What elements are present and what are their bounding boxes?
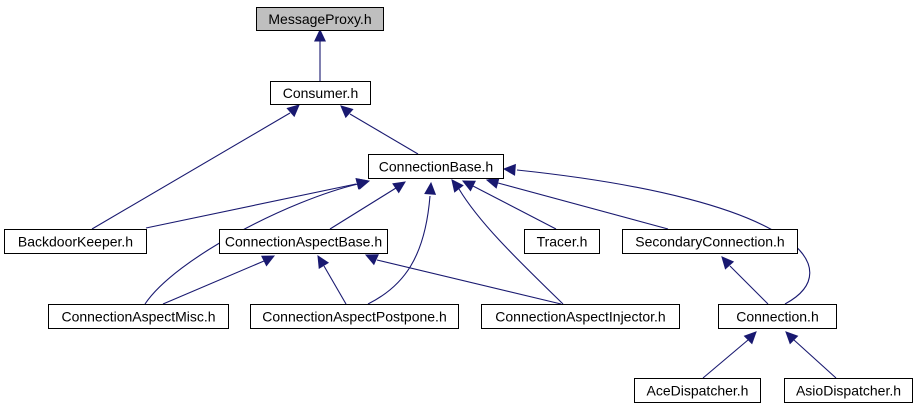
edge-connectionaspectbase-h-to-connectionbase-h (329, 181, 406, 230)
node-messageproxy-h[interactable]: MessageProxy.h (256, 7, 384, 31)
edge-backdoorkeeper-h-to-connectionbase-h (145, 177, 370, 229)
arrowhead (485, 177, 500, 189)
arrowhead (451, 179, 464, 193)
edge-line (349, 113, 419, 155)
node-label: ConnectionAspectBase.h (225, 234, 382, 250)
arrowhead (424, 181, 437, 195)
node-label: MessageProxy.h (268, 11, 371, 27)
edge-connectionaspectpostpone-h-to-connectionbase-h (367, 181, 437, 305)
edge-line (793, 339, 837, 379)
edge-connectionbase-h-to-consumer-h (340, 105, 419, 155)
node-box (634, 378, 761, 403)
edge-line (323, 265, 347, 305)
node-box (4, 229, 147, 254)
node-secondaryconnection-h[interactable]: SecondaryConnection.h (622, 229, 798, 254)
node-label: Tracer.h (537, 234, 588, 250)
node-consumer-h[interactable]: Consumer.h (270, 81, 371, 105)
edge-line (472, 185, 557, 230)
edge-line (145, 183, 357, 229)
node-label: SecondaryConnection.h (635, 234, 784, 250)
arrowhead (392, 181, 406, 194)
node-box (368, 154, 504, 179)
node-label: BackdoorKeeper.h (18, 234, 133, 250)
edge-connection-h-to-secondaryconnection-h (721, 256, 769, 305)
node-connectionbase-h[interactable]: ConnectionBase.h (368, 154, 504, 179)
edge-acedispatcher-h-to-connection-h (702, 331, 757, 379)
node-box (256, 7, 384, 31)
arrowhead (364, 254, 379, 266)
edge-asiodispatcher-h-to-connection-h (785, 331, 837, 379)
edge-tracer-h-to-connectionbase-h (461, 180, 557, 230)
edge-connectionaspectmisc-h-to-connectionaspectbase-h (162, 255, 276, 305)
edge-connectionaspectinjector-h-to-connectionaspectbase-h (364, 254, 562, 305)
arrowhead (286, 104, 300, 118)
edge-line (458, 188, 564, 305)
arrowhead (721, 256, 735, 270)
edge-connectionaspectpostpone-h-to-connectionaspectbase-h (317, 254, 347, 305)
node-box (481, 304, 680, 329)
arrowhead (743, 331, 757, 345)
node-connectionaspectmisc-h[interactable]: ConnectionAspectMisc.h (48, 304, 229, 329)
node-acedispatcher-h[interactable]: AceDispatcher.h (634, 378, 761, 403)
edge-line (367, 195, 431, 305)
edge-secondaryconnection-h-to-connectionbase-h (485, 177, 669, 230)
node-connectionaspectbase-h[interactable]: ConnectionAspectBase.h (219, 229, 388, 254)
node-box (48, 304, 229, 329)
node-backdoorkeeper-h[interactable]: BackdoorKeeper.h (4, 229, 147, 254)
edge-line (329, 187, 397, 230)
edge-line (702, 339, 749, 379)
node-label: Connection.h (736, 309, 819, 325)
graph-nodes: MessageProxy.hConsumer.hConnectionBase.h… (4, 7, 913, 403)
node-label: ConnectionAspectInjector.h (495, 309, 665, 325)
arrowhead (502, 163, 516, 176)
node-box (718, 304, 837, 329)
node-label: AsioDispatcher.h (796, 383, 901, 399)
edge-connectionaspectinjector-h-to-connectionbase-h (451, 179, 564, 305)
edge-consumer-h-to-messageproxy-h (314, 28, 326, 81)
node-connectionaspectpostpone-h[interactable]: ConnectionAspectPostpone.h (250, 304, 459, 329)
node-box (784, 378, 913, 403)
node-box (270, 81, 371, 105)
node-box (219, 229, 388, 254)
arrowhead (356, 178, 371, 190)
arrowhead (261, 255, 276, 267)
node-label: Consumer.h (283, 85, 358, 101)
edge-line (376, 259, 562, 305)
arrowhead (314, 28, 326, 42)
node-label: AceDispatcher.h (647, 383, 749, 399)
arrowhead (340, 105, 354, 119)
edge-line (162, 260, 265, 305)
node-box (250, 304, 459, 329)
node-label: ConnectionBase.h (379, 159, 493, 175)
edge-line (729, 265, 769, 305)
node-asiodispatcher-h[interactable]: AsioDispatcher.h (784, 378, 913, 403)
node-box (622, 229, 798, 254)
node-connectionaspectinjector-h[interactable]: ConnectionAspectInjector.h (481, 304, 680, 329)
arrowhead (317, 254, 330, 269)
node-box (524, 229, 600, 254)
node-label: ConnectionAspectPostpone.h (262, 309, 446, 325)
edge-line (497, 182, 669, 230)
edge-backdoorkeeper-h-to-consumer-h (91, 104, 300, 230)
arrowhead (461, 180, 476, 192)
edge-line (91, 112, 291, 230)
arrowhead (785, 331, 799, 345)
node-connection-h[interactable]: Connection.h (718, 304, 837, 329)
node-label: ConnectionAspectMisc.h (61, 309, 215, 325)
node-tracer-h[interactable]: Tracer.h (524, 229, 600, 254)
